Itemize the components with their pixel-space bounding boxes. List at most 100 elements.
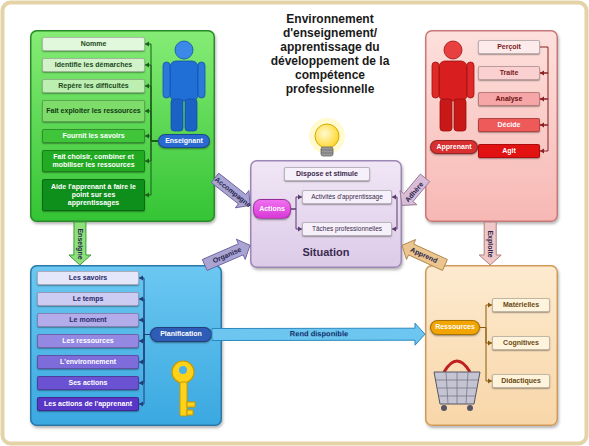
- key-hole: [179, 366, 187, 374]
- basket-wheel: [467, 405, 473, 411]
- node-text: Fait choisir, combiner et mobiliser les …: [46, 153, 141, 169]
- role-label: Planification: [150, 327, 212, 342]
- planning-item: Le moment: [37, 313, 139, 327]
- flow-arrow: [212, 323, 425, 345]
- node-text: Le moment: [69, 316, 106, 324]
- figure-leg: [440, 99, 452, 131]
- role-label: Enseignant: [158, 134, 210, 148]
- situation-box: Dispose et stimule: [284, 167, 370, 181]
- panel-heading: Situation: [250, 246, 402, 258]
- node-text: Ses actions: [69, 379, 108, 387]
- arrow-label: Rend disponible: [289, 331, 347, 339]
- learner-step: Traite: [478, 66, 540, 80]
- arrow-label: Enseigne: [76, 228, 83, 259]
- node-text: Traite: [500, 69, 519, 77]
- node-text: Fournit les savoirs: [62, 132, 124, 140]
- node-text: Perçoit: [497, 43, 521, 51]
- arrow-shape: [479, 222, 501, 265]
- node-text: Nomme: [81, 40, 107, 48]
- teacher-action: Nomme: [42, 37, 145, 51]
- outer-frame: [3, 3, 587, 444]
- planning-item: Les ressources: [37, 334, 139, 348]
- diagram-title: Environnement d'enseignement/ apprentiss…: [255, 12, 405, 96]
- figure-arm: [432, 62, 439, 98]
- node-text: Identifie les démarches: [55, 61, 132, 69]
- resource-item: Cognitives: [492, 336, 550, 350]
- key-tooth: [187, 402, 195, 407]
- node-text: Dispose et stimule: [296, 170, 358, 178]
- teacher-action: Identifie les démarches: [42, 58, 145, 72]
- teacher-action: Fait choisir, combiner et mobiliser les …: [42, 150, 145, 172]
- arrow-label: Exploite: [487, 230, 494, 257]
- node-text: Agit: [502, 147, 516, 155]
- role-label: Apprenant: [430, 140, 478, 154]
- node-text: Le temps: [73, 295, 104, 303]
- node-text: L'environnement: [60, 358, 116, 366]
- resource-item: Matérielles: [492, 298, 550, 312]
- situation-box: Tâches professionnelles: [302, 222, 392, 236]
- flow-arrow: [69, 222, 91, 265]
- key-tooth: [187, 410, 193, 415]
- flow-arrow: [202, 239, 250, 270]
- learner-step: Perçoit: [478, 40, 540, 54]
- arrow-shape: [402, 240, 447, 271]
- learner-step: Décide: [478, 118, 540, 132]
- basket-body: [434, 372, 480, 404]
- teacher-action: Fournit les savoirs: [42, 129, 145, 143]
- figure-head: [175, 41, 193, 59]
- arrow-shape: [212, 323, 425, 345]
- node-text: Actions: [259, 205, 285, 213]
- arrow-shape: [69, 222, 91, 265]
- planning-item: L'environnement: [37, 355, 139, 369]
- actions-label: Actions: [253, 199, 291, 219]
- node-text: Fait exploiter les ressources: [46, 107, 141, 115]
- figure-leg: [185, 99, 197, 131]
- teacher-action: Aide l'apprenant à faire le point sur se…: [42, 179, 145, 211]
- node-text: Les ressources: [62, 337, 113, 345]
- learner-step: Analyse: [478, 92, 540, 106]
- learner-step: Agit: [478, 144, 540, 158]
- node-text: Les savoirs: [69, 274, 108, 282]
- figure-head: [444, 41, 462, 59]
- figure-arm: [467, 62, 474, 98]
- node-text: Décide: [498, 121, 521, 129]
- node-text: Didactiques: [501, 377, 541, 385]
- situation-box: Activités d'apprentissage: [302, 190, 392, 204]
- light-bulb: [309, 118, 345, 156]
- situation-panel: Situation Dispose et stimuleActions Activi…: [250, 160, 402, 268]
- planning-item: Les actions de l'apprenant: [37, 397, 139, 411]
- teacher-action: Repère les difficultés: [42, 79, 145, 93]
- figure-arm: [163, 62, 170, 98]
- figure-body: [439, 61, 467, 101]
- node-text: Repère les difficultés: [58, 82, 128, 90]
- node-text: Analyse: [496, 95, 523, 103]
- node-text: Activités d'apprentissage: [311, 193, 383, 200]
- node-text: Cognitives: [503, 339, 539, 347]
- resource-item: Didactiques: [492, 374, 550, 388]
- figure-body: [170, 61, 198, 101]
- key-bow: [172, 361, 194, 383]
- planning-item: Le temps: [37, 292, 139, 306]
- bulb-glass: [315, 124, 339, 148]
- basket-wheel: [441, 405, 447, 411]
- flow-arrow: [402, 240, 447, 271]
- basket-grid: [436, 372, 478, 404]
- arrow-shape: [202, 239, 250, 270]
- bulb-thread: [321, 153, 333, 154]
- bulb-thread: [321, 150, 333, 151]
- bulb-base: [321, 147, 333, 156]
- node-text: Aide l'apprenant à faire le point sur se…: [46, 183, 141, 207]
- node-text: Matérielles: [503, 301, 539, 309]
- planning-item: Les savoirs: [37, 271, 139, 285]
- node-text: Les actions de l'apprenant: [44, 400, 132, 408]
- node-text: Planification: [160, 330, 202, 338]
- planning-item: Ses actions: [37, 376, 139, 390]
- node-text: Tâches professionnelles: [312, 225, 382, 232]
- teacher-action: Fait exploiter les ressources: [42, 100, 145, 122]
- figure-arm: [198, 62, 205, 98]
- key-shaft: [180, 382, 187, 416]
- node-text: Ressources: [435, 323, 475, 331]
- node-text: Apprenant: [437, 143, 472, 151]
- role-label: Ressources: [430, 320, 480, 335]
